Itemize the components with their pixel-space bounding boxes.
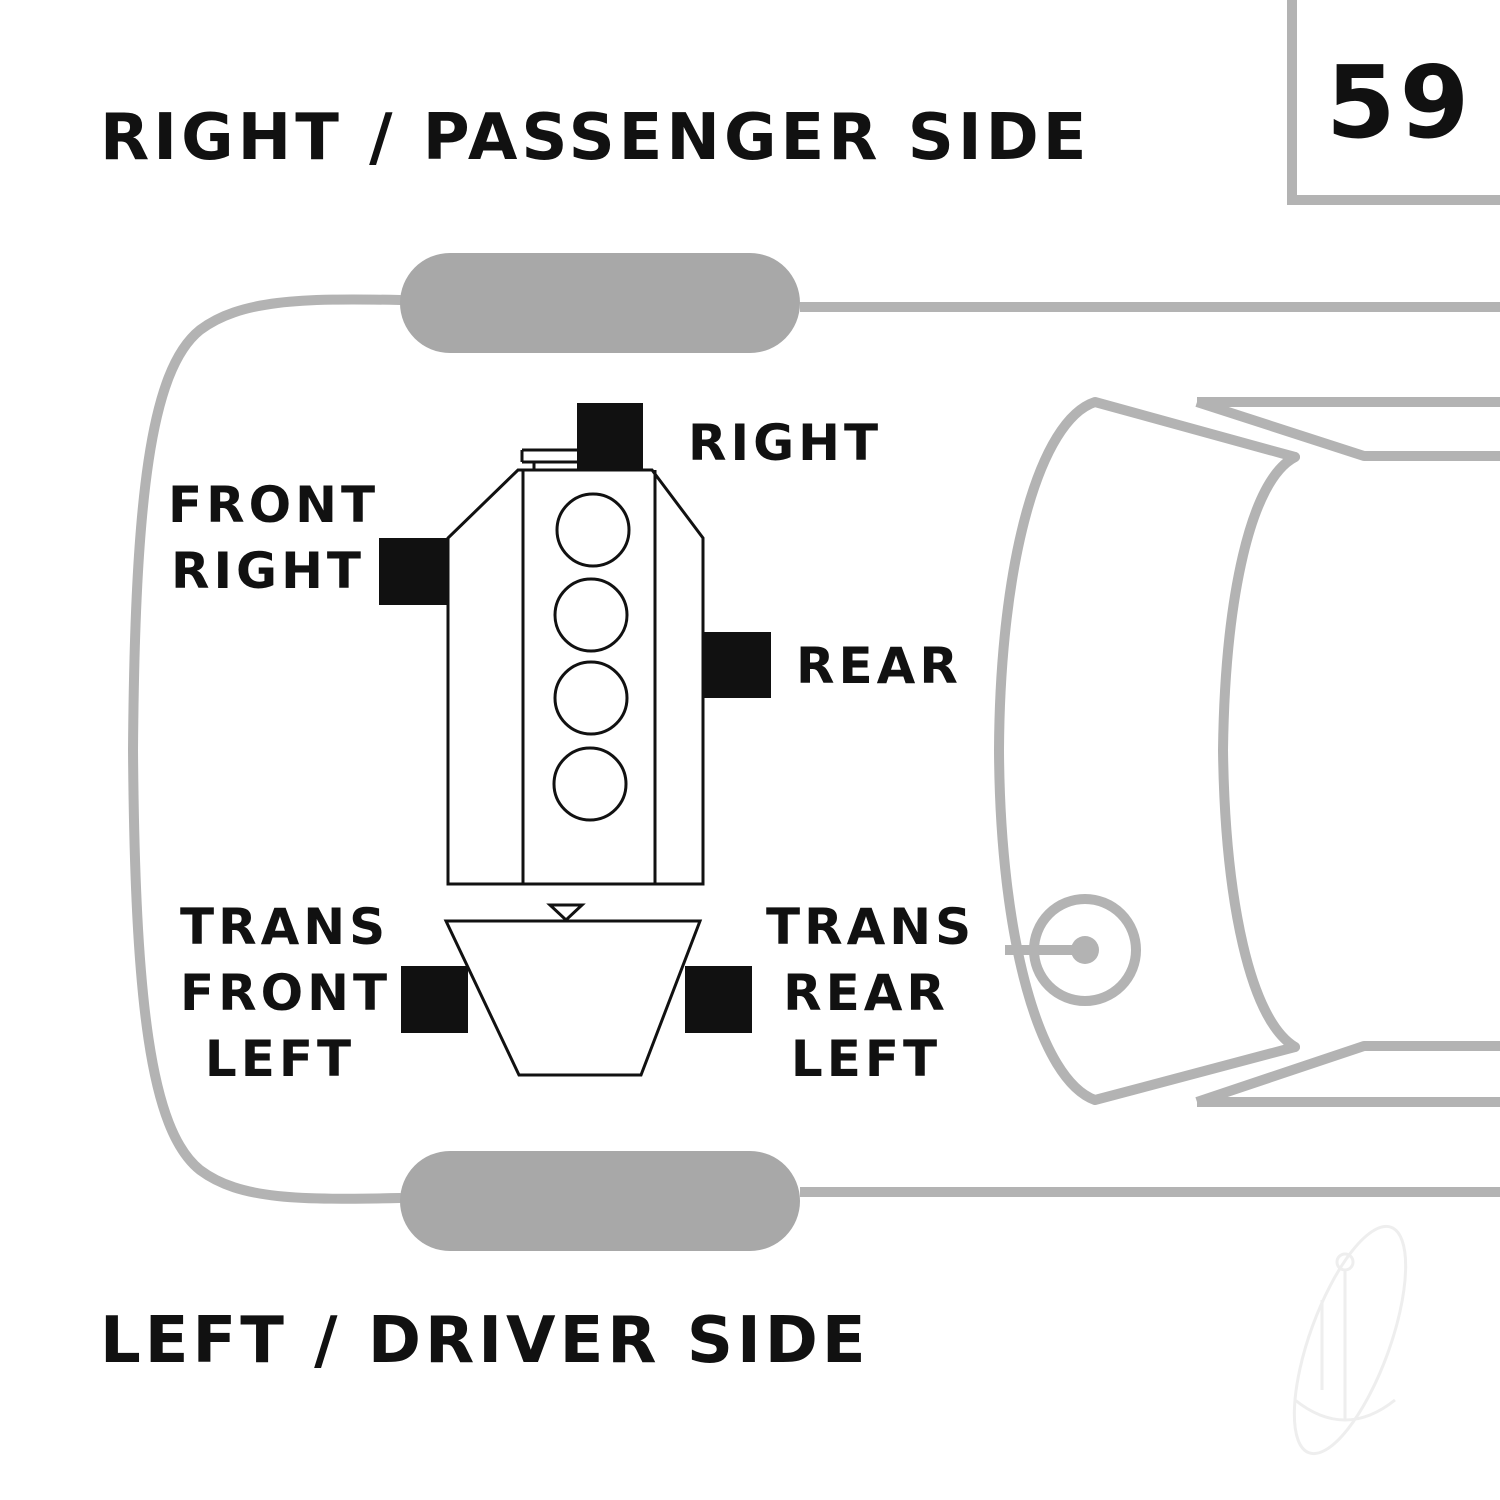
front-left-tire <box>400 1151 800 1251</box>
diagram-number: 59 <box>1326 44 1474 161</box>
cylinder-3 <box>553 660 629 736</box>
mount-label-trans-front-left: TRANS FRONT LEFT <box>180 898 392 1088</box>
steering-wheel-icon <box>1029 894 1141 1006</box>
windshield-inner <box>1217 452 1300 1052</box>
mount-front-right <box>379 538 447 605</box>
vehicle-front-outline <box>127 294 405 1204</box>
front-right-tire <box>400 253 800 353</box>
engine-block <box>446 448 705 886</box>
mount-label-right: RIGHT <box>688 414 883 472</box>
watermark-logo <box>1292 1224 1408 1456</box>
transmission <box>443 903 703 1077</box>
roof-line-top <box>1195 397 1500 461</box>
steering-hub <box>1071 936 1099 964</box>
mount-right <box>577 403 643 471</box>
roof-line-bottom <box>1195 1041 1500 1107</box>
cylinder-4 <box>552 746 628 822</box>
mount-label-rear: REAR <box>796 637 962 695</box>
cylinder-1 <box>555 492 631 568</box>
cylinder-2 <box>553 577 629 653</box>
mount-trans-rear-left <box>685 966 752 1033</box>
windshield-outer <box>994 397 1300 1105</box>
mount-rear <box>703 632 771 698</box>
mount-label-trans-rear-left: TRANS REAR LEFT <box>766 898 976 1088</box>
bottom-side-label: LEFT / DRIVER SIDE <box>100 1304 870 1378</box>
mount-label-front-right: FRONT RIGHT <box>168 476 380 600</box>
diagram-number-box <box>1287 0 1500 205</box>
top-side-label: RIGHT / PASSENGER SIDE <box>100 101 1091 175</box>
mount-trans-front-left <box>401 966 468 1033</box>
